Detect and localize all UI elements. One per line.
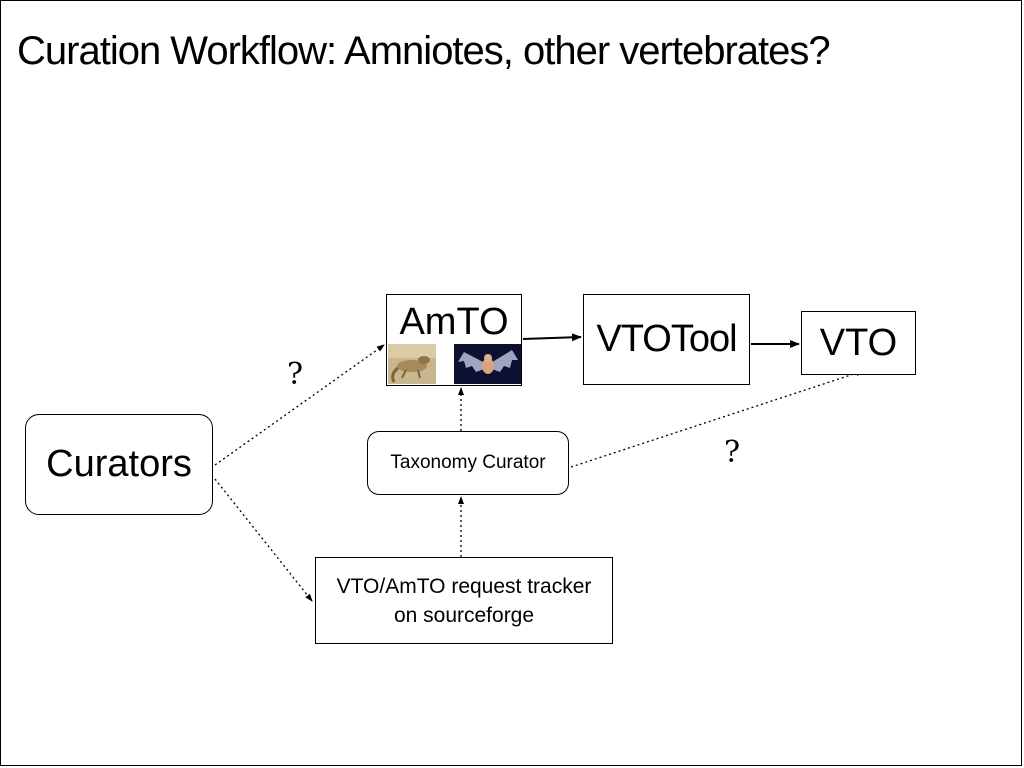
curators-label: Curators xyxy=(46,443,192,485)
amto-label: AmTO xyxy=(399,301,509,343)
arrow-curators-to-tracker xyxy=(214,478,313,602)
curators-node: Curators xyxy=(25,414,213,515)
request-tracker-node: VTO/AmTO request tracker on sourceforge xyxy=(315,557,613,644)
arrow-amto-to-vtotool xyxy=(522,333,582,342)
request-tracker-line2: on sourceforge xyxy=(393,603,535,627)
question-mark-upper: ? xyxy=(287,357,304,392)
vtotool-node: VTOTool xyxy=(583,294,750,385)
taxonomy-curator-label: Taxonomy Curator xyxy=(390,452,546,473)
request-tracker-line1: VTO/AmTO request tracker xyxy=(336,574,592,598)
lizard-photo-icon xyxy=(388,344,436,384)
bat-photo-icon xyxy=(454,344,521,384)
taxonomy-curator-node: Taxonomy Curator xyxy=(367,431,569,495)
question-mark-right: ? xyxy=(724,435,741,470)
vtotool-label: VTOTool xyxy=(596,318,737,360)
slide-title: Curation Workflow: Amniotes, other verte… xyxy=(17,29,831,73)
vto-label: VTO xyxy=(819,321,898,364)
arrow-taxcurator-to-vto xyxy=(570,370,864,468)
vto-node: VTO xyxy=(801,311,916,375)
